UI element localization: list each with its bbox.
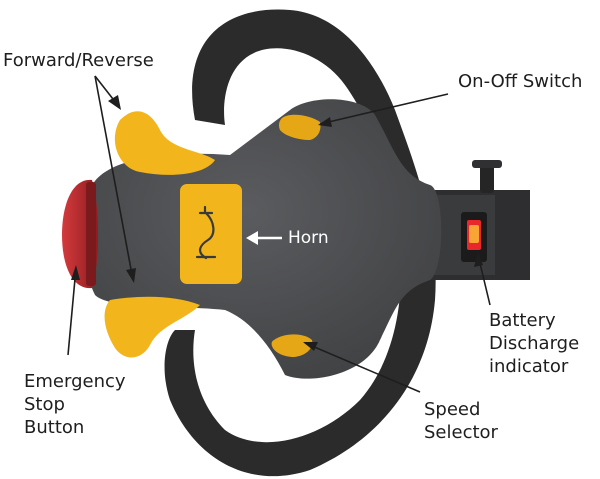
battery-arrowhead bbox=[474, 252, 483, 267]
emergency-stop-collar bbox=[86, 182, 96, 286]
on-off-arrowhead bbox=[318, 117, 332, 127]
leader-lines bbox=[67, 75, 491, 393]
label-emergency-line-2: Stop bbox=[24, 394, 65, 415]
forward-arrowhead-bottom bbox=[126, 268, 136, 283]
emergency-leader bbox=[67, 267, 77, 356]
label-battery-line-3: indicator bbox=[489, 356, 569, 377]
battery-indicator-glow bbox=[469, 225, 479, 243]
mast-knob bbox=[480, 163, 494, 193]
speed-leader bbox=[304, 342, 421, 393]
label-speed-line-1: Speed bbox=[424, 399, 481, 420]
tiller-handle bbox=[164, 9, 436, 477]
leader-arrowheads bbox=[71, 95, 483, 351]
forward-reverse-wheel-top[interactable] bbox=[114, 111, 215, 175]
label-forward-reverse: Forward/Reverse bbox=[3, 50, 154, 71]
label-battery-discharge-indicator: Battery Discharge indicator bbox=[489, 309, 579, 378]
on-off-leader bbox=[319, 93, 449, 125]
horn-arrow bbox=[246, 231, 282, 245]
label-battery-line-2: Discharge bbox=[489, 333, 580, 354]
on-off-switch[interactable] bbox=[278, 114, 321, 140]
horn-button[interactable] bbox=[180, 184, 242, 284]
horn-icon bbox=[195, 205, 217, 260]
label-battery-line-1: Battery bbox=[489, 310, 556, 331]
label-speed-line-2: Selector bbox=[424, 422, 498, 443]
label-speed-selector: Speed Selector bbox=[424, 398, 498, 444]
label-emergency-line-1: Emergency bbox=[24, 371, 126, 392]
mast-knob-cap bbox=[472, 160, 502, 168]
forward-reverse-wheel-bottom[interactable] bbox=[104, 296, 200, 358]
label-emergency-line-3: Button bbox=[24, 417, 85, 438]
label-on-off-switch: On-Off Switch bbox=[458, 71, 583, 92]
label-horn: Horn bbox=[288, 228, 329, 248]
forward-arrowhead-top bbox=[108, 95, 121, 110]
forward-leader-bottom bbox=[94, 75, 134, 281]
speed-selector[interactable] bbox=[271, 334, 313, 357]
emergency-arrowhead bbox=[71, 265, 80, 280]
label-emergency-stop-button: Emergency Stop Button bbox=[24, 370, 126, 439]
speed-arrowhead bbox=[303, 342, 318, 351]
